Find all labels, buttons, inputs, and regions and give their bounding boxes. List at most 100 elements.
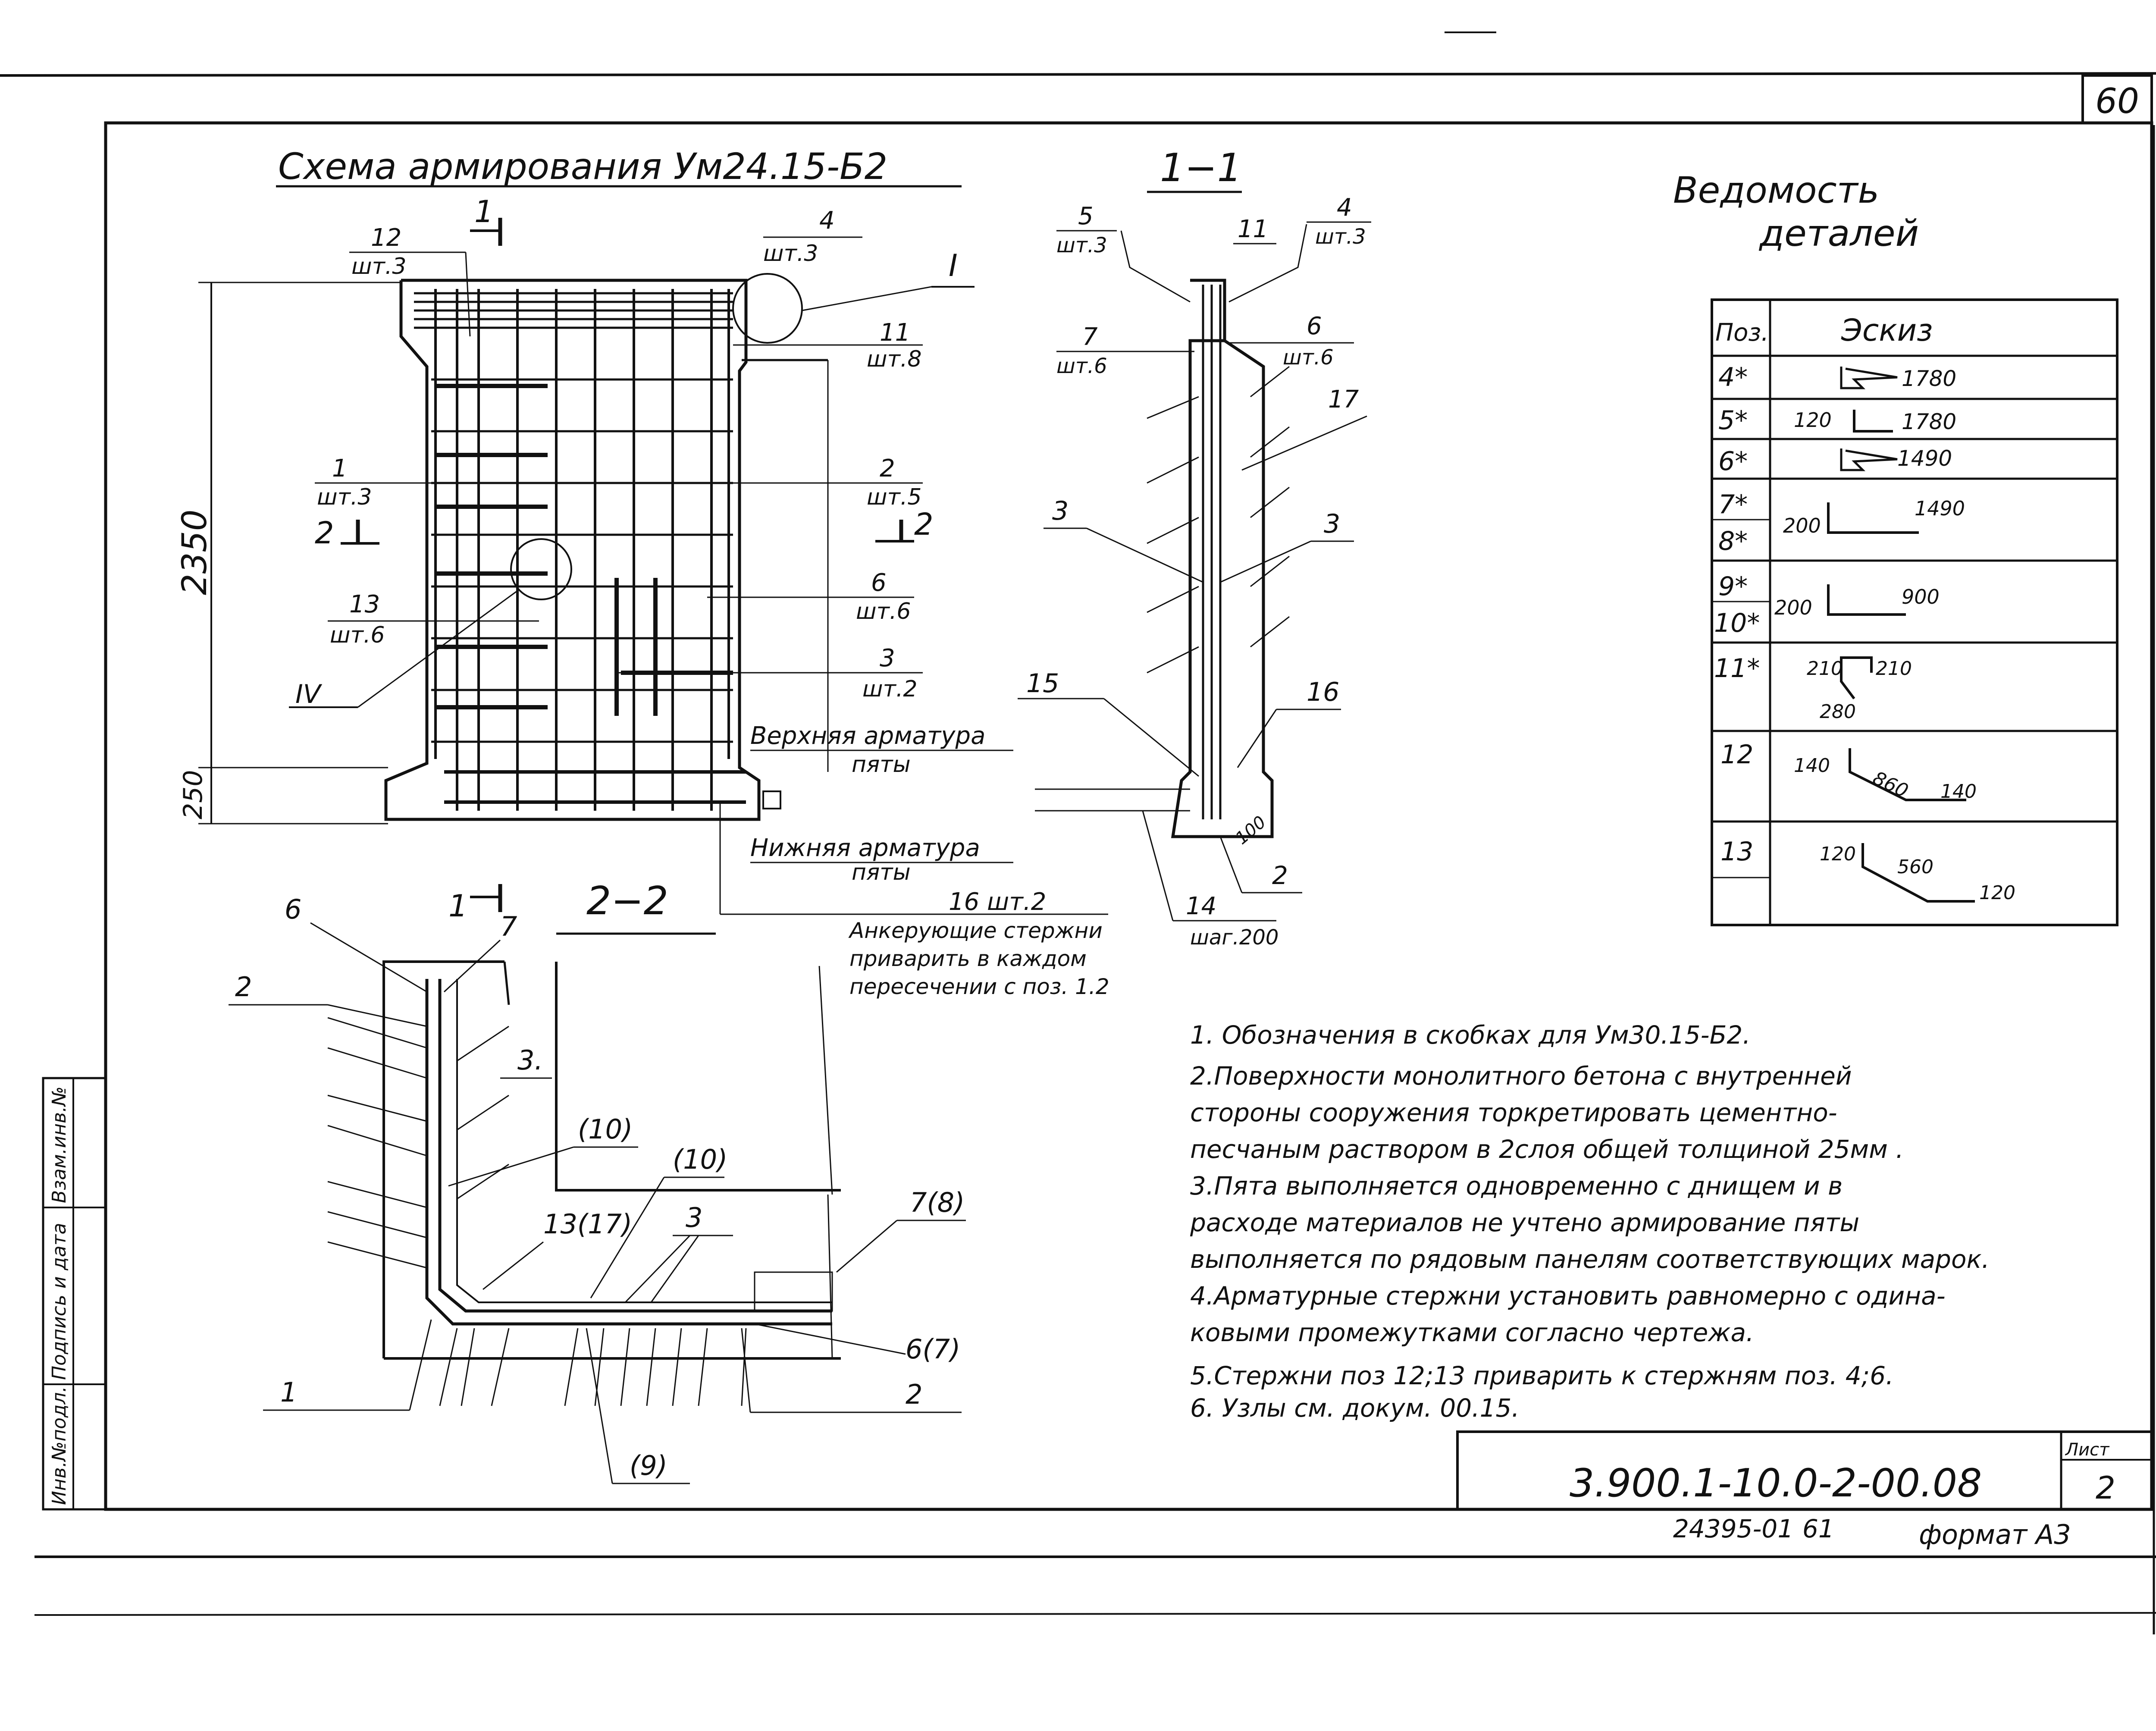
sheet-number: 60 [2095,81,2139,121]
section-mark-1-bottom: 1 [448,888,468,924]
elev-p3-num: 3 [880,644,895,672]
schedule-col-sketch: Эскиз [1841,313,1933,348]
schedule-pos-12: 12 [1720,740,1753,770]
sec11-p2: 2 [1272,861,1288,890]
elev-p12-qty: шт.3 [351,254,407,279]
schedule-pos-5: 5* [1718,405,1748,436]
section-mark-2-left: 2 [315,515,334,551]
schedule-pos-6: 6* [1718,446,1748,477]
sec11-p4-num: 4 [1337,194,1352,222]
note-1: 1. Обозначения в скобках для Ум30.15-Б2. [1190,1020,1751,1050]
detail-schedule: Ведомость деталей Поз. Эскиз 4* 1780 5* … [1673,169,2118,926]
schedule-5-dim-a: 120 [1794,408,1832,432]
schedule-13-dim-c: 120 [1979,882,2015,904]
sec22-p2: 2 [235,971,252,1003]
schedule-pos-10: 10* [1714,608,1760,638]
schedule-12-dim-a: 140 [1794,755,1830,777]
section-1-1-title: 1−1 [1160,145,1242,191]
note-3a: 3.Пята выполняется одновременно с днищем… [1190,1171,1843,1201]
sec22-p10b: (10) [673,1144,727,1175]
elev-p6-num: 6 [871,569,887,597]
sec11-p5-qty: шт.3 [1056,233,1107,257]
schedule-pos-7: 7* [1718,489,1748,520]
sec11-p14-num: 14 [1186,892,1216,920]
schedule-7-dim-b: 1490 [1915,497,1965,520]
sec11-p6-num: 6 [1307,312,1322,340]
section-mark-2-right: 2 [914,507,934,542]
schedule-pos-9: 9* [1718,571,1748,602]
anchor-note-3: пересечении с поз. 1.2 [849,974,1109,999]
elevation-view: Схема армирования Ум24.15-Б2 1 [175,145,1109,999]
schedule-pos-4: 4* [1718,362,1748,392]
roman-I: I [949,248,958,283]
lower-rebar-label: Нижняя арматура [750,834,980,862]
elev-p4-num: 4 [819,207,835,235]
elev-p12-num: 12 [371,224,401,252]
note-2a: 2.Поверхности монолитного бетона с внутр… [1190,1061,1852,1091]
elev-p2-qty: шт.5 [867,484,922,510]
elev-p11-qty: шт.8 [867,346,922,372]
elev-p6-qty: шт.6 [856,599,911,624]
main-title: Схема армирования Ум24.15-Б2 [278,145,887,188]
sec22-p7: 7 [500,911,517,942]
elev-p4-qty: шт.3 [763,241,818,267]
section-1-1: 1−1 5 шт.3 11 4 шт.3 7 шт.6 6 шт.6 [1018,145,1371,950]
schedule-col-pos: Поз. [1715,319,1769,347]
sec11-p3-left: 3 [1052,496,1069,526]
sec11-p100: 100 [1232,812,1270,848]
elev-p1-qty: шт.3 [317,484,372,510]
dim-250: 250 [178,770,208,819]
note-3c: выполняется по рядовым панелям соответст… [1190,1245,1990,1274]
sec11-p7-qty: шт.6 [1056,354,1107,378]
elev-p13-qty: шт.6 [330,622,385,648]
schedule-pos-8: 8* [1718,526,1748,556]
sec22-p7-8: 7(8) [910,1187,965,1218]
sec22-p3: 3. [517,1044,543,1076]
schedule-13-dim-a: 120 [1820,843,1856,865]
stamp-format: формат А3 [1919,1519,2071,1550]
schedule-4-dim: 1780 [1902,366,1956,391]
elev-p3-qty: шт.2 [862,676,918,702]
elev-p13-num: 13 [349,590,380,618]
stamp-doc-code: 3.900.1-10.0-2-00.08 [1570,1461,1982,1506]
section-2-2-title: 2−2 [586,878,668,924]
schedule-5-dim-b: 1780 [1902,409,1956,434]
scan-bottom-line-2 [34,1612,2156,1616]
sec22-p6: 6 [285,894,301,925]
note-3b: расходе материалов не учтено армирование… [1190,1208,1859,1237]
section-mark-1-top: 1 [474,194,494,229]
sec22-p9: (9) [630,1450,667,1481]
scan-top-line [0,72,2156,77]
lower-rebar-label-2: пяты [852,859,911,885]
schedule-11-dim-c: 280 [1820,701,1856,723]
sec11-p3-right: 3 [1324,509,1340,539]
section-2-2: 2−2 [229,878,966,1484]
side-stamp-inv: Инв.№подл. [48,1386,70,1505]
dim-2350: 2350 [175,509,214,595]
sec11-p11: 11 [1238,215,1268,243]
sec22-p3b: 3 [686,1202,702,1233]
note-2c: песчаным раствором в 2слоя общей толщино… [1190,1135,1904,1164]
side-stamp-replace: Взам.инв.№ [48,1086,70,1203]
schedule-title-1: Ведомость [1673,169,1879,211]
upper-rebar-label: Верхняя арматура [750,722,985,750]
stamp-inv: 24395-01 [1673,1514,1793,1543]
elev-p1-num: 1 [332,455,348,483]
sec11-p17: 17 [1328,386,1359,414]
schedule-11-dim-b: 210 [1876,658,1912,680]
note-6: 6. Узлы см. докум. 00.15. [1190,1393,1520,1423]
schedule-12-dim-b: 860 [1869,767,1912,803]
upper-rebar-label-2: пяты [852,752,911,778]
sec22-p6-7: 6(7) [906,1333,960,1365]
side-stamp-sign: Подпись и дата [48,1223,70,1380]
anchor-note-1: Анкерующие стержни [848,918,1103,943]
note-4b: ковыми промежутками согласно чертежа. [1190,1318,1754,1347]
schedule-9-dim-b: 900 [1902,585,1940,608]
sec22-p1: 1 [280,1377,297,1408]
sec11-p15: 15 [1026,668,1059,699]
note-2b: стороны сооружения торкретировать цемент… [1190,1098,1837,1127]
stamp-sheet-label: Лист [2065,1440,2110,1460]
sec11-p4-qty: шт.3 [1315,225,1366,249]
sec22-p10a: (10) [578,1113,633,1145]
sheet-number-box [2081,74,2153,124]
